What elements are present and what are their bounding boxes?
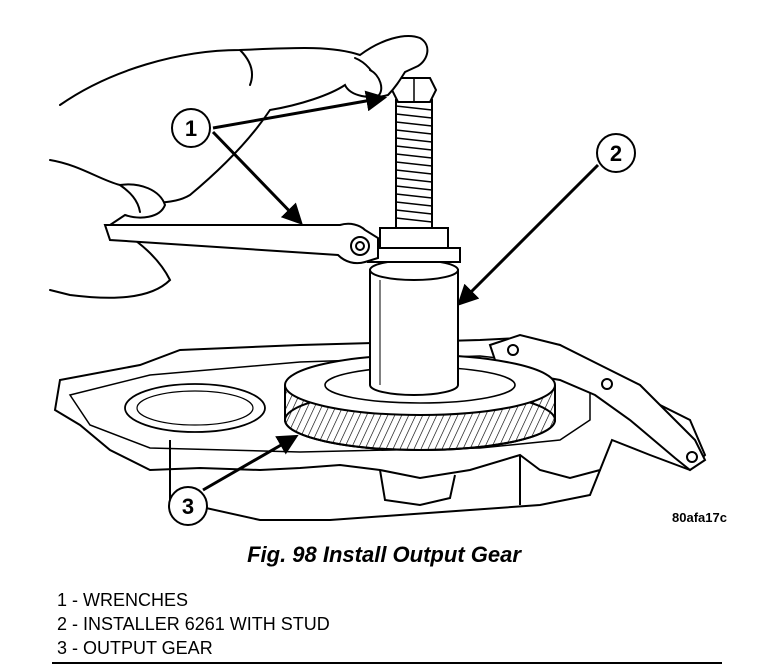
svg-text:3: 3 (182, 494, 194, 519)
callout-3: 3 (168, 434, 299, 526)
legend-divider (52, 662, 722, 664)
image-code: 80afa17c (672, 510, 727, 525)
callout-2: 2 (457, 133, 636, 306)
threaded-stud (390, 77, 438, 229)
legend-item: 2 - INSTALLER 6261 WITH STUD (57, 614, 330, 634)
wrench (103, 222, 379, 265)
callout-1: 1 (171, 90, 388, 226)
svg-text:1: 1 (185, 116, 197, 141)
legend-item: 3 - OUTPUT GEAR (57, 638, 213, 658)
legend-item: 1 - WRENCHES (57, 590, 189, 610)
upper-hand (59, 34, 429, 204)
legend: 1 - WRENCHES 2 - INSTALLER 6261 WITH STU… (57, 588, 330, 660)
installer-tool (367, 227, 461, 396)
svg-text:2: 2 (610, 141, 622, 166)
figure-caption: Fig. 98 Install Output Gear (247, 542, 521, 567)
figure-illustration: 1 2 3 (49, 34, 707, 526)
